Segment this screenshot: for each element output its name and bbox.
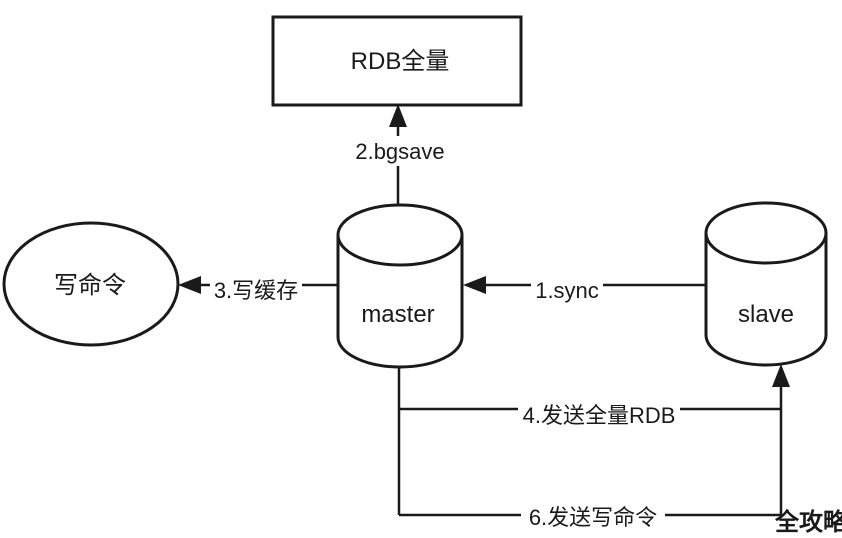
edge-label-sync: 1.sync — [531, 277, 603, 304]
rdb-box-label: RDB全量 — [351, 48, 450, 75]
edge-label-bgsave: 2.bgsave — [351, 136, 449, 166]
node-slave-cylinder: slave — [704, 201, 828, 367]
svg-text:3.写缓存: 3.写缓存 — [214, 278, 298, 303]
svg-text:1.sync: 1.sync — [535, 278, 599, 303]
watermark: 全攻略 — [774, 508, 842, 536]
write-command-label: 写命令 — [54, 272, 126, 299]
arrowhead-up-icon — [772, 364, 790, 387]
arrowhead-left-icon — [178, 276, 201, 294]
node-rdb-box: RDB全量 — [271, 15, 523, 107]
svg-text:4.发送全量RDB: 4.发送全量RDB — [523, 403, 676, 428]
edge-label-send-write-command: 6.发送写命令 — [521, 503, 665, 531]
arrowhead-up-icon — [389, 104, 407, 127]
edge-label-write-cache: 3.写缓存 — [210, 275, 302, 304]
svg-text:6.发送写命令: 6.发送写命令 — [529, 505, 657, 530]
svg-text:2.bgsave: 2.bgsave — [355, 139, 444, 164]
node-master-cylinder: master — [336, 203, 464, 369]
slave-label: slave — [738, 301, 794, 328]
edge-label-send-full-rdb: 4.发送全量RDB — [518, 400, 680, 429]
arrowhead-left-icon — [463, 276, 486, 294]
send-rdb-connector — [397, 364, 790, 517]
node-write-command: 写命令 — [2, 221, 180, 347]
master-label: master — [361, 301, 434, 328]
